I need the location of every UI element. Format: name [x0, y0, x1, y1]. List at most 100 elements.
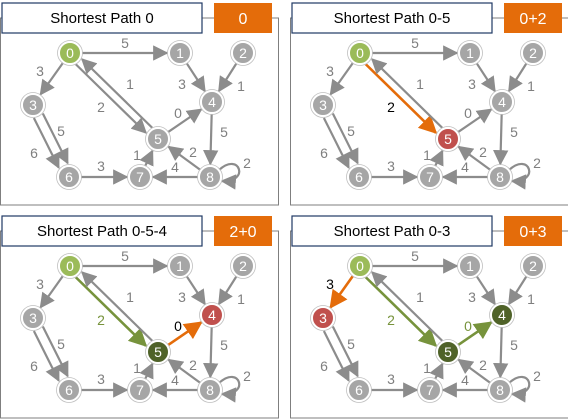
edge-2-4 — [218, 62, 238, 93]
edge-2-4 — [218, 275, 238, 306]
edge-weight-1-4: 3 — [468, 76, 476, 92]
edge-8-8 — [508, 375, 531, 403]
node-ring-8 — [487, 164, 513, 190]
node-4 — [200, 303, 224, 327]
node-label-8: 8 — [206, 169, 214, 185]
node-1 — [458, 41, 482, 65]
edge-3-6a — [331, 326, 359, 378]
edge-4-8 — [203, 326, 219, 379]
node-6 — [57, 165, 81, 189]
node-4 — [490, 90, 514, 114]
edge-weight-5-4: 0 — [174, 105, 182, 121]
edge-3-6a — [41, 326, 69, 378]
edge-weight-3-6a: 6 — [320, 145, 328, 161]
edge-weight-5-0: 1 — [416, 289, 424, 305]
node-label-3: 3 — [319, 97, 327, 113]
panel-title: Shortest Path 0 — [50, 10, 153, 27]
edge-weight-0-5: 2 — [387, 312, 395, 328]
edge-8-8 — [218, 375, 241, 403]
edge-weight-5-4: 0 — [464, 105, 472, 121]
edge-5-4 — [167, 321, 203, 347]
edge-7-5 — [139, 362, 154, 380]
edge-weight-0-5: 2 — [97, 99, 105, 115]
node-label-4: 4 — [208, 94, 216, 110]
node-label-3: 3 — [319, 310, 327, 326]
node-6 — [57, 378, 81, 402]
edge-5-0 — [80, 271, 153, 342]
panel-title: Shortest Path 0-5-4 — [37, 223, 167, 240]
edge-weight-0-3: 3 — [326, 276, 334, 292]
edge-weight-1-4: 3 — [178, 76, 186, 92]
node-ring-3 — [20, 305, 46, 331]
node-label-1: 1 — [176, 258, 184, 274]
edge-weight-2-4: 1 — [527, 291, 535, 307]
node-ring-6 — [56, 164, 82, 190]
edge-weight-1-4: 3 — [178, 289, 186, 305]
node-6 — [347, 378, 371, 402]
edge-weight-8-5: 2 — [479, 144, 487, 160]
node-label-3: 3 — [29, 97, 37, 113]
node-label-7: 7 — [426, 169, 434, 185]
node-ring-7 — [127, 164, 153, 190]
edge-0-5 — [74, 276, 148, 348]
node-label-7: 7 — [426, 382, 434, 398]
node-ring-6 — [346, 377, 372, 403]
edge-0-3 — [39, 275, 64, 309]
edge-weight-3-6b: 5 — [347, 336, 355, 352]
node-8 — [488, 165, 512, 189]
edge-weight-5-0: 1 — [126, 76, 134, 92]
edge-3-6b — [322, 117, 350, 169]
node-7 — [128, 378, 152, 402]
edge-weight-3-6b: 5 — [347, 123, 355, 139]
edge-weight-7-5: 1 — [133, 360, 141, 376]
node-label-8: 8 — [496, 382, 504, 398]
edge-weight-0-5: 2 — [97, 312, 105, 328]
node-label-0: 0 — [356, 258, 364, 274]
node-ring-6 — [346, 164, 372, 190]
edge-3-6a — [41, 113, 69, 165]
edge-weight-8-8: 2 — [533, 368, 541, 384]
edge-weight-2-4: 1 — [237, 78, 245, 94]
panel-title: Shortest Path 0-5 — [334, 10, 451, 27]
node-ring-7 — [417, 164, 443, 190]
node-4 — [490, 303, 514, 327]
edge-1-4 — [185, 275, 206, 306]
node-5 — [436, 340, 460, 364]
edge-5-4 — [457, 108, 493, 134]
edge-weight-8-8: 2 — [243, 155, 251, 171]
panel-title-box — [1, 215, 203, 247]
node-label-6: 6 — [355, 382, 363, 398]
edge-weight-4-8: 5 — [510, 124, 518, 140]
edge-4-8 — [493, 113, 509, 166]
edge-weight-0-1: 5 — [121, 35, 129, 51]
edge-8-8 — [218, 162, 241, 190]
node-ring-8 — [197, 164, 223, 190]
edge-weight-8-7: 4 — [461, 159, 469, 175]
node-ring-1 — [167, 253, 193, 279]
edge-weight-7-5: 1 — [423, 147, 431, 163]
edge-7-5 — [429, 362, 444, 380]
edge-3-6b — [32, 330, 60, 382]
node-ring-1 — [457, 253, 483, 279]
edge-8-5 — [167, 358, 201, 384]
node-7 — [128, 165, 152, 189]
node-8 — [198, 378, 222, 402]
node-ring-8 — [197, 377, 223, 403]
node-ring-5 — [435, 126, 461, 152]
edge-5-4 — [457, 321, 493, 347]
node-5 — [436, 127, 460, 151]
edge-weight-1-4: 3 — [468, 289, 476, 305]
node-label-0: 0 — [356, 45, 364, 61]
node-ring-2 — [520, 253, 546, 279]
panel-title-box — [291, 215, 493, 247]
panel-title-box — [1, 2, 203, 34]
node-4 — [200, 90, 224, 114]
node-ring-8 — [487, 377, 513, 403]
node-ring-0 — [347, 253, 373, 279]
edge-weight-4-8: 5 — [510, 337, 518, 353]
edge-weight-3-6b: 5 — [57, 336, 65, 352]
edge-weight-6-7: 3 — [97, 158, 105, 174]
node-label-5: 5 — [444, 344, 452, 360]
